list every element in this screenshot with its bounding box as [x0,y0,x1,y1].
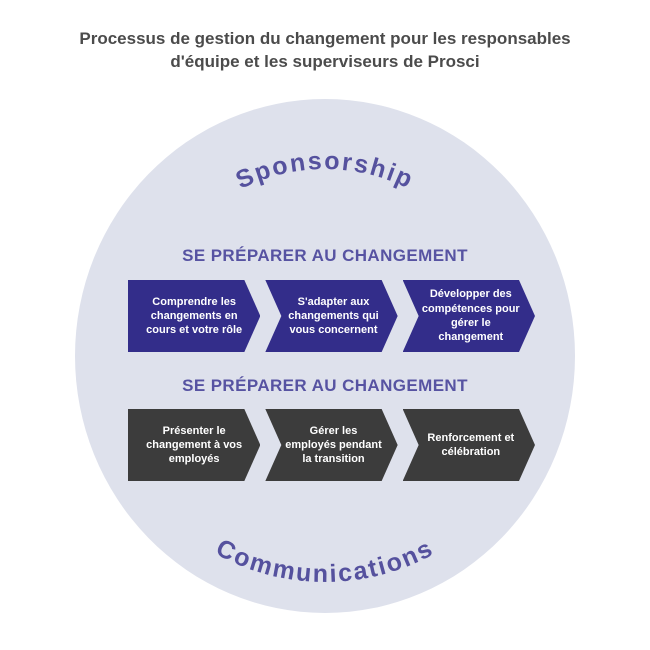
process-step: S'adapter aux changements qui vous conce… [265,280,397,352]
process-step-label: Renforcement et célébration [427,431,515,458]
process-row-1: Comprendre les changements en cours et v… [128,280,535,352]
section-heading-2: SE PRÉPARER AU CHANGEMENT [182,376,468,395]
process-step: Comprendre les changements en cours et v… [128,280,260,352]
process-step-label: Comprendre les changements en cours et v… [146,295,243,337]
process-step: Développer des compétences pour gérer le… [403,280,535,352]
process-step-label: S'adapter aux changements qui vous conce… [288,295,379,337]
process-step: Gérer les employés pendant la transition [265,409,397,481]
process-row-2: Présenter le changement à vos employés G… [128,409,535,481]
process-circle [75,99,575,613]
process-step-label: Présenter le changement à vos employés [146,424,243,466]
process-step: Présenter le changement à vos employés [128,409,260,481]
process-step-label: Gérer les employés pendant la transition [285,424,382,466]
section-heading-1: SE PRÉPARER AU CHANGEMENT [182,246,468,265]
diagram-title: Processus de gestion du changement pour … [79,29,571,71]
process-step: Renforcement et célébration [403,409,535,481]
process-step-label: Développer des compétences pour gérer le… [421,288,520,344]
